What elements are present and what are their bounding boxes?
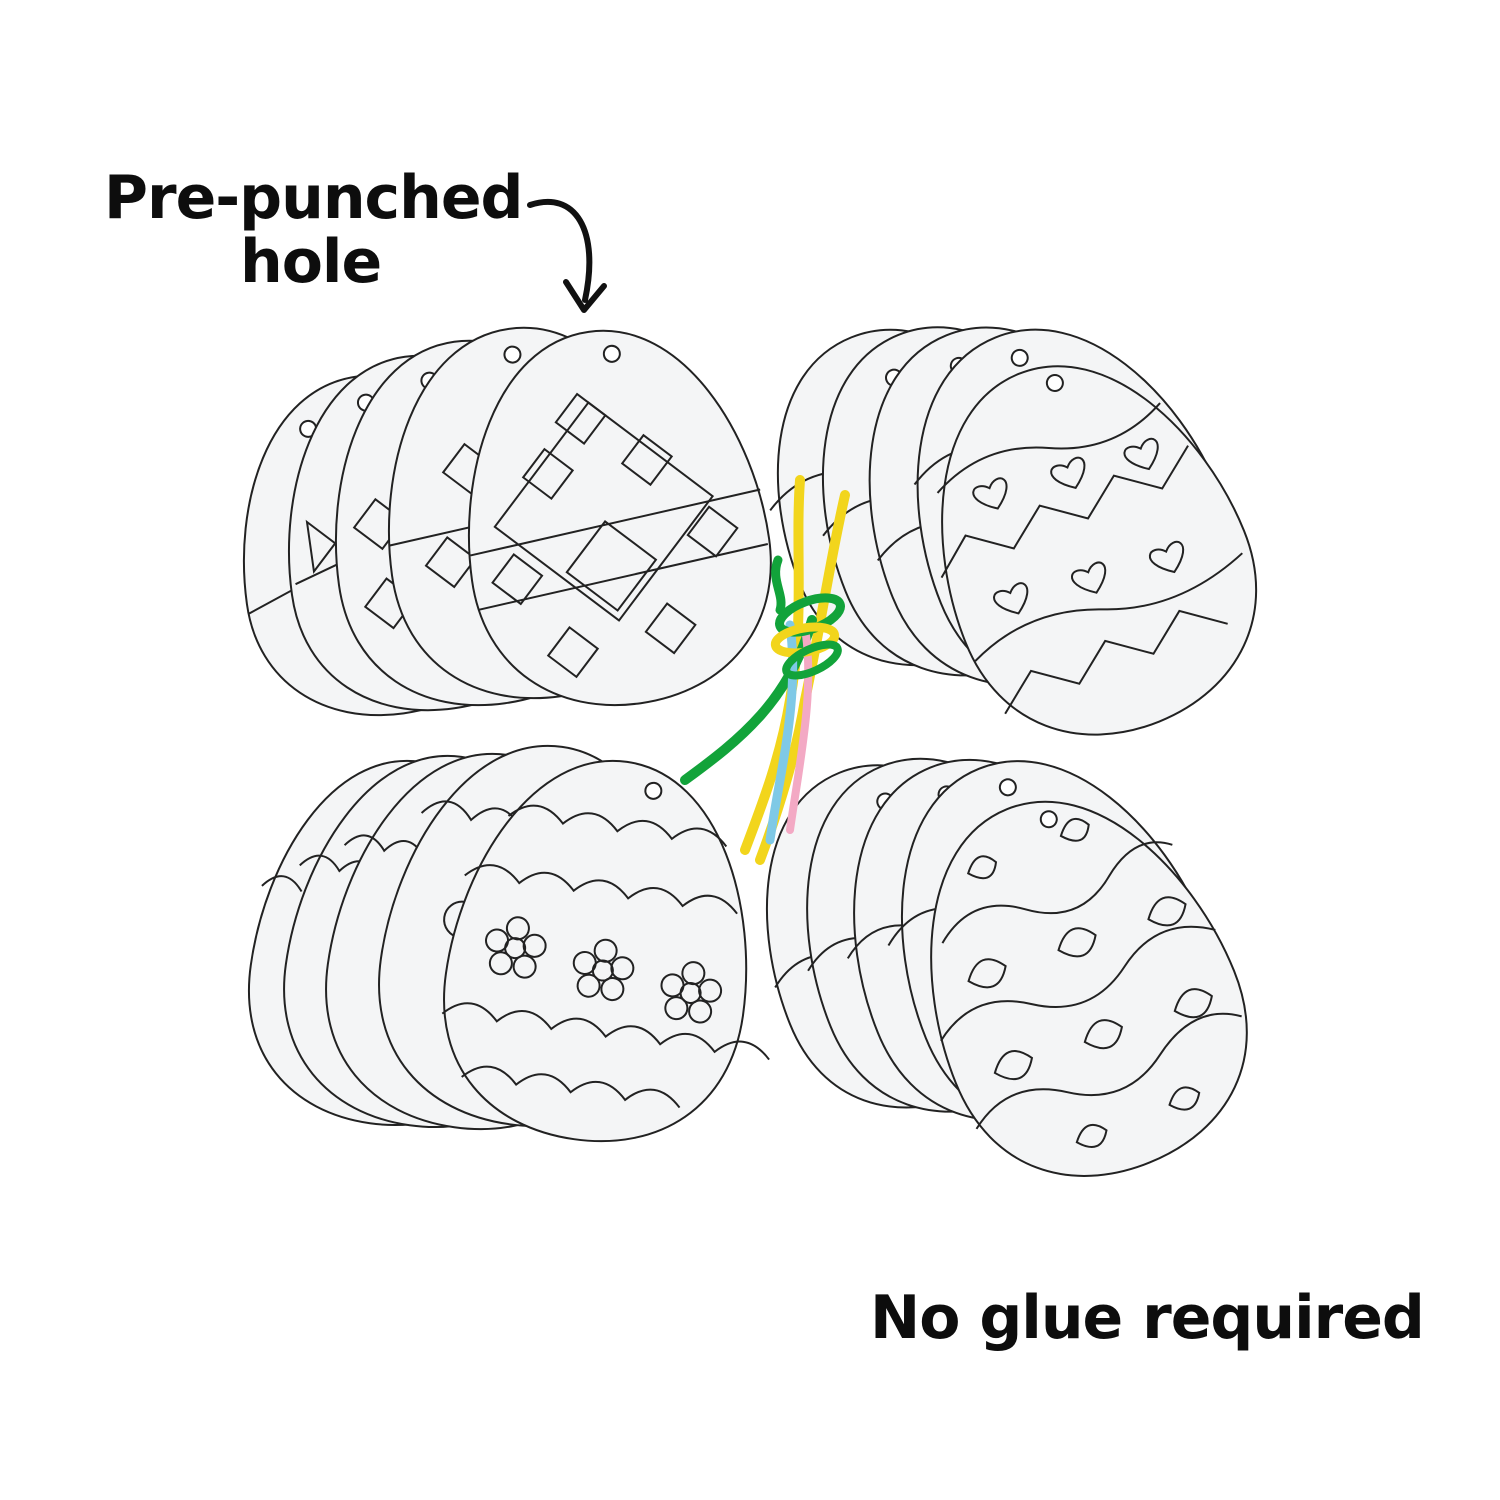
diamond-pattern-egg-stack [243,326,772,717]
wave-pattern-egg-stack [765,757,1248,1177]
callout-title: Pre-punched [104,163,523,233]
flower-pattern-egg-stack [248,744,770,1143]
heart-pattern-egg-stack [769,326,1258,736]
ribbon-bundle [680,475,850,865]
footer-caption: No glue required [870,1283,1425,1353]
arrow-icon [527,198,607,313]
callout-subtitle: hole [240,227,382,297]
